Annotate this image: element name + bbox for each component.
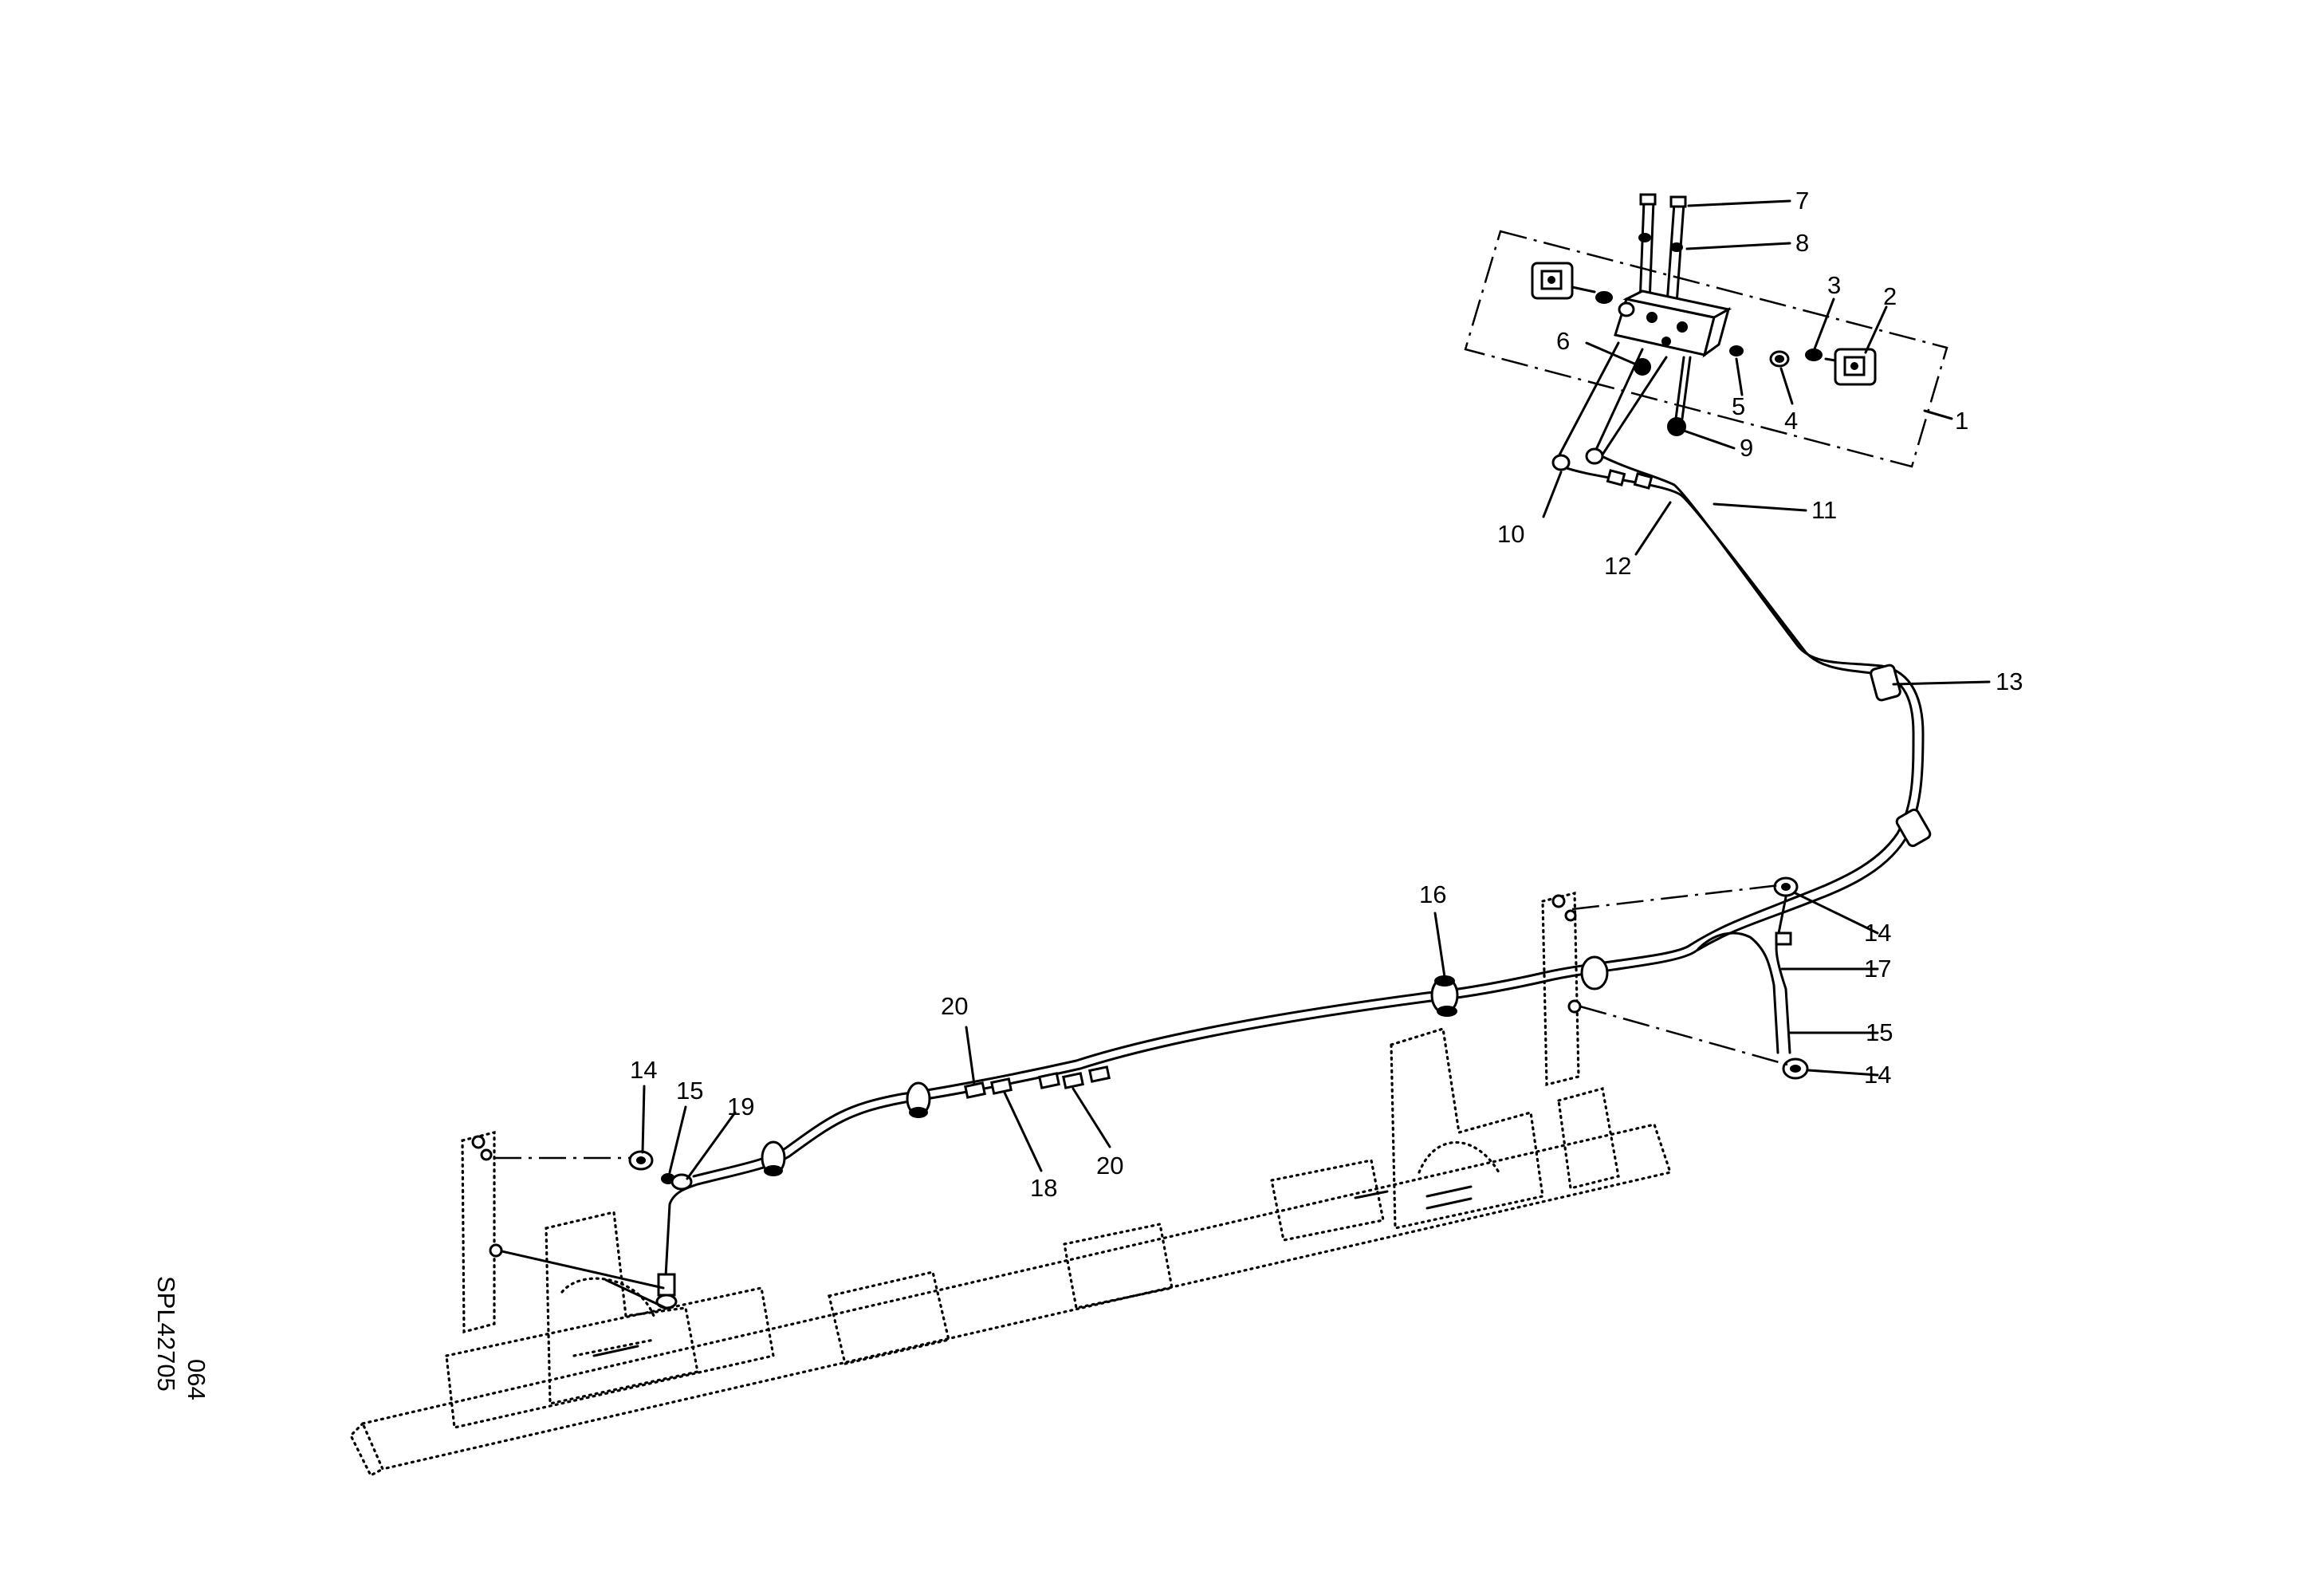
callout-13: 13 — [1996, 668, 2023, 695]
callout-18: 18 — [1030, 1174, 1057, 1202]
elbow-fitting-10 — [1551, 447, 1654, 490]
callout-19: 19 — [727, 1093, 754, 1120]
banjo-fitting-14-upper-right — [1773, 876, 1799, 897]
tube-drop-17 — [1697, 896, 1792, 1054]
callout-14-left: 14 — [630, 1056, 657, 1084]
drawing-reference: SPL42705 064 — [152, 1276, 210, 1400]
callout-15-right: 15 — [1866, 1018, 1893, 1046]
callout-7: 7 — [1795, 187, 1809, 215]
callout-2: 2 — [1883, 282, 1897, 310]
solenoid-coil-left — [1531, 262, 1596, 300]
explode-lines — [494, 884, 1788, 1290]
callout-11: 11 — [1811, 496, 1837, 524]
callout-9: 9 — [1740, 434, 1753, 462]
hydraulic-tube-12 — [664, 453, 1925, 1278]
valve-block — [1614, 289, 1732, 358]
callout-14-upper-right: 14 — [1864, 919, 1891, 947]
reference-code: SPL42705 — [152, 1276, 180, 1392]
callout-20-upper: 20 — [941, 992, 968, 1020]
banjo-fitting-14-lower-right — [1782, 1057, 1809, 1080]
hydraulic-tube-11 — [692, 463, 1915, 1178]
valve-assembly-group — [1464, 193, 1948, 468]
sheet-number: 064 — [183, 1359, 210, 1400]
callout-labels: 1 2 3 4 5 6 7 8 9 10 11 12 13 14 14 14 1… — [630, 187, 2023, 1202]
seal-ring-left — [1595, 291, 1635, 317]
tube-clamp-16 — [1430, 955, 1609, 1017]
banjo-fitting-14-left — [628, 1150, 654, 1171]
seal-ring-5 — [1729, 345, 1744, 356]
valve-assembly-frame — [1464, 230, 1948, 468]
callout-4: 4 — [1784, 407, 1798, 435]
chassis-frame-outline — [349, 891, 1673, 1478]
callout-20-lower: 20 — [1096, 1152, 1123, 1180]
tube-union-18-20 — [964, 1065, 1111, 1099]
tube-clamp-left — [761, 1081, 931, 1176]
check-valve-9 — [1667, 356, 1692, 436]
tube-clamp-13 — [1870, 664, 1932, 848]
callout-1: 1 — [1955, 407, 1968, 435]
callout-3: 3 — [1827, 271, 1841, 299]
callout-14-lower-right: 14 — [1864, 1061, 1891, 1089]
callout-17: 17 — [1864, 955, 1891, 983]
callout-15-left: 15 — [676, 1077, 703, 1105]
callout-12: 12 — [1604, 552, 1631, 580]
solenoid-coil-2 — [1824, 348, 1877, 386]
lower-elbow-left — [655, 1273, 678, 1309]
callout-5: 5 — [1732, 392, 1745, 420]
callout-10: 10 — [1497, 520, 1524, 548]
callout-8: 8 — [1795, 229, 1809, 257]
leader-lines — [641, 199, 1991, 1180]
callout-16: 16 — [1419, 880, 1446, 908]
callout-6: 6 — [1556, 327, 1570, 355]
washer-8 — [1638, 233, 1683, 252]
nut-4 — [1769, 350, 1790, 368]
